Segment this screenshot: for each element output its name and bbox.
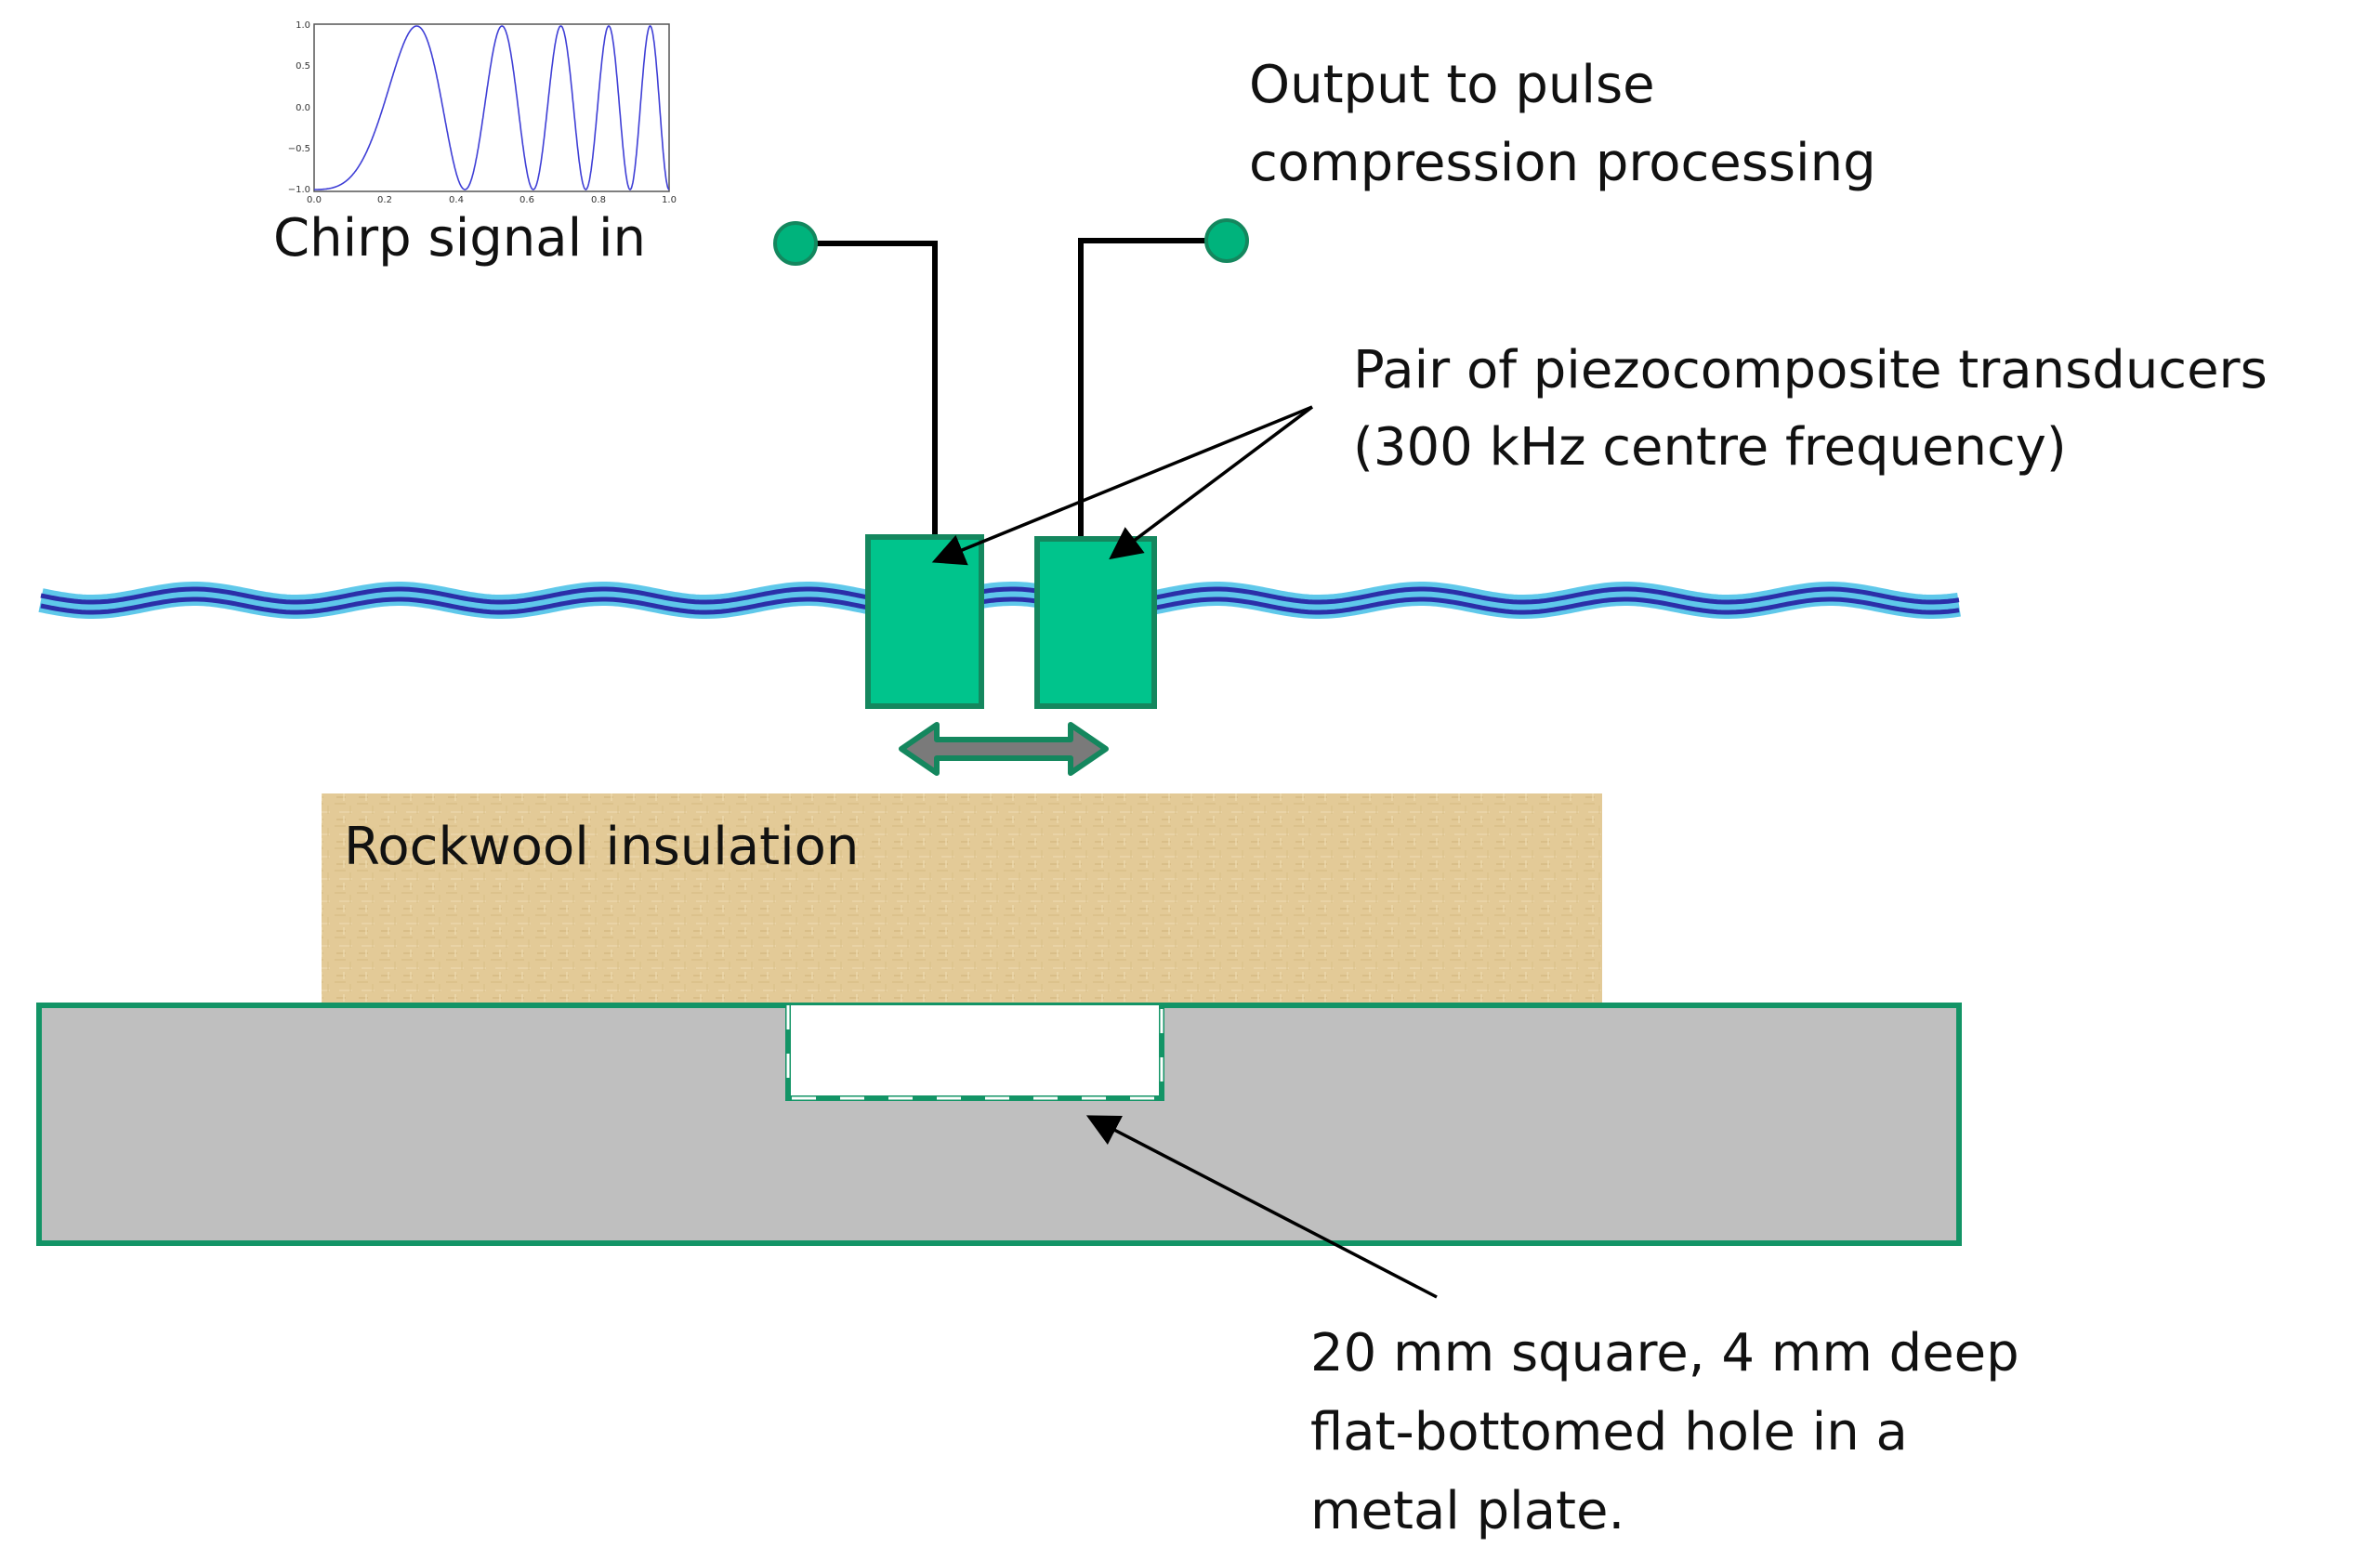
y-tick-label: −1.0 [288,185,310,195]
chirp-x-ticks: 0.0 0.2 0.4 0.6 0.8 1.0 [307,195,677,205]
y-tick-label: 1.0 [296,20,310,31]
output-label-line1: Output to pulse [1249,55,1655,115]
callout-arrow-left-transducer [931,405,1313,566]
chirp-signal-label: Chirp signal in [273,208,646,269]
callout-arrow-hole [1085,1115,1438,1299]
input-connection [773,221,938,537]
hole-label-line3: metal plate. [1310,1481,1624,1541]
y-tick-label: 0.5 [296,61,310,72]
wave-line-dark [40,586,1960,605]
separation-double-arrow [899,722,1109,776]
flat-bottomed-hole [788,1005,1162,1098]
output-wire [1078,238,1225,537]
hole-label-line1: 20 mm square, 4 mm deep [1310,1323,2019,1383]
output-terminal [1204,218,1249,263]
transducer-left [865,534,984,709]
x-tick-label: 0.4 [449,195,464,205]
x-tick-label: 0.0 [307,195,322,205]
output-label-line2: compression processing [1249,133,1876,193]
output-connection [1078,218,1249,537]
rockwool-label: Rockwool insulation [344,817,859,877]
hole-label-line2: flat-bottomed hole in a [1310,1402,1908,1462]
x-tick-label: 0.6 [519,195,534,205]
chirp-plot-frame [313,23,670,192]
y-tick-label: 0.0 [296,103,310,113]
x-tick-label: 0.8 [591,195,606,205]
chirp-y-ticks: 1.0 0.5 0.0 −0.5 −1.0 [288,20,310,195]
callout-arrow-right-transducer [1109,405,1314,560]
wave-line [38,582,1961,619]
transducer-right [1034,536,1157,709]
chirp-waveform [314,25,670,190]
wave-line-dark [40,596,1960,615]
hole-outline [785,1005,1164,1101]
x-tick-label: 0.2 [377,195,392,205]
rockwool-insulation [322,793,1602,1005]
transducers-label-line2: (300 kHz centre frequency) [1353,417,2067,478]
input-wire [796,241,938,537]
chirp-plot: 1.0 0.5 0.0 −0.5 −1.0 0.0 0.2 0.4 0.6 0.… [288,20,677,205]
x-tick-label: 1.0 [662,195,677,205]
transducers-label-line1: Pair of piezocomposite transducers [1353,340,2268,400]
y-tick-label: −0.5 [288,144,310,154]
input-terminal [773,221,818,266]
wave-line-light [38,582,1961,619]
